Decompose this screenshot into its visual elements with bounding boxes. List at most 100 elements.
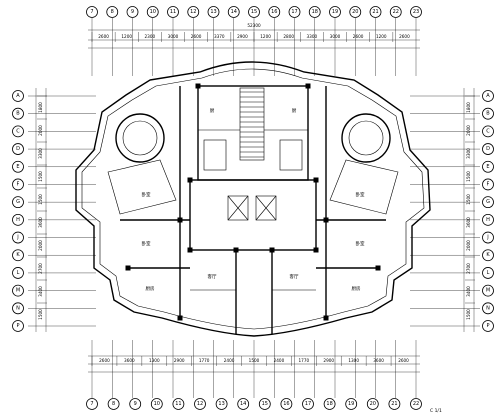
- right-axis-M: M: [482, 284, 494, 297]
- left-axis-G: G: [12, 196, 24, 209]
- right-axis-E: E: [482, 160, 494, 173]
- svg-text:P: P: [16, 323, 19, 329]
- right-dim: 2000: [466, 240, 471, 251]
- svg-text:F: F: [17, 181, 20, 187]
- svg-text:10: 10: [150, 9, 156, 15]
- svg-text:卧室: 卧室: [142, 240, 151, 247]
- bottom-axis-8: 8: [107, 398, 120, 410]
- top-axis-17: 17: [288, 6, 301, 18]
- svg-text:D: D: [486, 146, 490, 152]
- top-axis-19: 19: [329, 6, 341, 18]
- right-axis-C: C: [482, 125, 494, 138]
- svg-text:J: J: [486, 235, 488, 241]
- svg-text:13: 13: [218, 401, 224, 407]
- right-axis-B: B: [482, 107, 494, 120]
- top-dim: 3000: [168, 34, 179, 39]
- svg-text:12: 12: [197, 401, 203, 407]
- svg-text:L: L: [487, 270, 490, 276]
- right-axis-H: H: [482, 213, 494, 226]
- top-axis-22: 22: [389, 6, 402, 18]
- svg-text:E: E: [486, 164, 489, 170]
- svg-text:10: 10: [154, 401, 160, 407]
- top-dim: 3300: [307, 34, 318, 39]
- bottom-axis-16: 16: [280, 398, 293, 410]
- svg-text:N: N: [16, 305, 20, 311]
- svg-text:L: L: [17, 270, 20, 276]
- left-axis-C: C: [12, 125, 24, 138]
- right-dim: 1500: [466, 309, 471, 320]
- svg-text:B: B: [16, 111, 20, 117]
- svg-text:P: P: [486, 323, 489, 329]
- bottom-axis-13: 13: [215, 398, 228, 410]
- left-dim: 2700: [38, 263, 43, 274]
- left-dim: 2000: [38, 125, 43, 136]
- top-axis-12: 12: [187, 6, 200, 18]
- svg-text:14: 14: [240, 401, 246, 407]
- svg-text:J: J: [16, 235, 18, 241]
- svg-text:12: 12: [190, 9, 196, 15]
- right-axis-K: K: [482, 249, 494, 262]
- top-axis-8: 8: [106, 6, 119, 18]
- right-dim: 1500: [466, 171, 471, 182]
- svg-text:G: G: [16, 199, 20, 205]
- right-axis-F: F: [482, 178, 494, 191]
- left-axis-K: K: [12, 249, 24, 262]
- bottom-dim: 2400: [274, 358, 285, 363]
- left-axis-M: M: [12, 284, 24, 297]
- top-axis-16: 16: [268, 6, 281, 18]
- left-axis-B: B: [12, 107, 24, 120]
- top-dim: 2600: [353, 34, 364, 39]
- left-dim: 1500: [38, 171, 43, 182]
- svg-text:11: 11: [175, 401, 181, 407]
- bottom-dim: 1770: [199, 358, 210, 363]
- svg-text:卧室: 卧室: [356, 191, 365, 198]
- drawing-title-fragment: C 1/1: [430, 408, 442, 414]
- right-dim: 3300: [466, 148, 471, 159]
- top-axis-23: 23: [410, 6, 422, 18]
- bottom-dim: 1500: [249, 358, 260, 363]
- bottom-axis-12: 12: [194, 398, 206, 410]
- left-dim: 1800: [38, 102, 43, 113]
- bottom-axis-19: 19: [345, 398, 358, 410]
- bottom-axis-17: 17: [302, 398, 314, 410]
- top-dim: 2900: [237, 34, 248, 39]
- svg-text:厨: 厨: [210, 108, 215, 114]
- top-axis-13: 13: [207, 6, 220, 18]
- bottom-axis-7: 7: [86, 398, 98, 410]
- top-axis-15: 15: [248, 6, 260, 18]
- top-dim: 1200: [376, 34, 387, 39]
- bottom-dim: 1770: [299, 358, 310, 363]
- svg-text:19: 19: [348, 401, 354, 407]
- top-dim: 2600: [98, 34, 109, 39]
- right-axis-P: P: [482, 320, 494, 332]
- svg-text:13: 13: [210, 9, 216, 15]
- svg-text:G: G: [486, 199, 490, 205]
- svg-text:H: H: [16, 217, 20, 223]
- left-dim: 1500: [38, 309, 43, 320]
- svg-text:17: 17: [291, 9, 297, 15]
- bottom-axis-14: 14: [237, 398, 250, 410]
- top-axis-9: 9: [126, 6, 139, 18]
- svg-text:厨房: 厨房: [146, 285, 155, 292]
- top-dim: 2600: [399, 34, 410, 39]
- top-dim: 3000: [330, 34, 341, 39]
- svg-text:7: 7: [90, 401, 93, 407]
- top-dim: 1200: [260, 34, 271, 39]
- svg-text:21: 21: [391, 401, 397, 407]
- svg-text:18: 18: [326, 401, 332, 407]
- svg-text:20: 20: [370, 401, 376, 407]
- svg-text:M: M: [486, 288, 490, 294]
- bottom-dim: 2600: [99, 358, 110, 363]
- top-axis-20: 20: [349, 6, 362, 18]
- top-axis-10: 10: [146, 6, 159, 18]
- left-axis-H: H: [12, 213, 24, 226]
- svg-text:14: 14: [231, 9, 237, 15]
- svg-text:客厅: 客厅: [208, 273, 217, 280]
- svg-text:卧室: 卧室: [356, 240, 365, 247]
- right-axis-L: L: [482, 267, 494, 279]
- svg-text:厨房: 厨房: [352, 285, 361, 292]
- top-axis-18: 18: [308, 6, 321, 18]
